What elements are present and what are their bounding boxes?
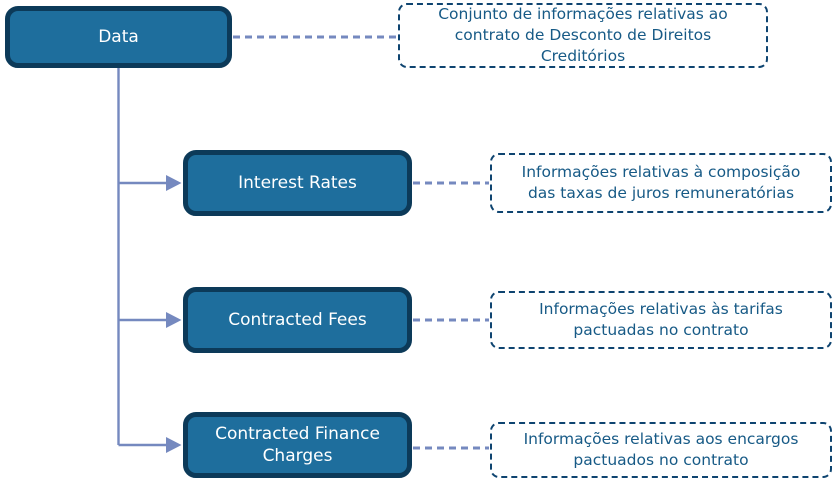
node-contracted-finance-charges: Contracted Finance Charges <box>183 412 412 478</box>
arrow-head-contracted-finance-charges <box>166 437 182 453</box>
note-data: Conjunto de informações relativas ao con… <box>398 3 768 68</box>
node-contracted-fees-label: Contracted Fees <box>228 310 367 330</box>
node-contracted-finance-charges-label: Contracted Finance Charges <box>215 424 380 466</box>
arrow-head-interest-rates <box>166 175 182 191</box>
note-interest-rates: Informações relativas à composição das t… <box>490 153 832 213</box>
node-interest-rates-label: Interest Rates <box>238 173 357 193</box>
node-data-label: Data <box>98 27 139 47</box>
arrow-head-contracted-fees <box>166 312 182 328</box>
note-contracted-fees: Informações relativas às tarifas pactuad… <box>490 291 832 349</box>
note-contracted-finance-charges-text: Informações relativas aos encargos pactu… <box>523 430 799 469</box>
note-data-text: Conjunto de informações relativas ao con… <box>438 5 728 65</box>
node-contracted-fees: Contracted Fees <box>183 287 412 353</box>
note-contracted-finance-charges: Informações relativas aos encargos pactu… <box>490 422 832 478</box>
note-contracted-fees-text: Informações relativas às tarifas pactuad… <box>539 300 783 339</box>
node-data: Data <box>5 6 232 68</box>
node-interest-rates: Interest Rates <box>183 150 412 216</box>
note-interest-rates-text: Informações relativas à composição das t… <box>521 163 801 202</box>
